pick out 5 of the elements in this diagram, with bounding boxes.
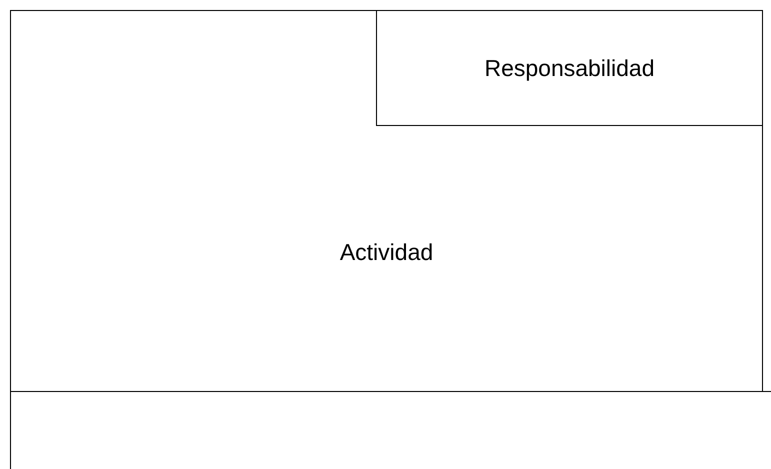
empty-box <box>10 391 771 469</box>
node-label: Responsabilidad <box>484 54 655 83</box>
responsibility-box <box>376 10 763 126</box>
activity-box <box>10 10 763 392</box>
node-label: Actividad <box>338 238 434 267</box>
